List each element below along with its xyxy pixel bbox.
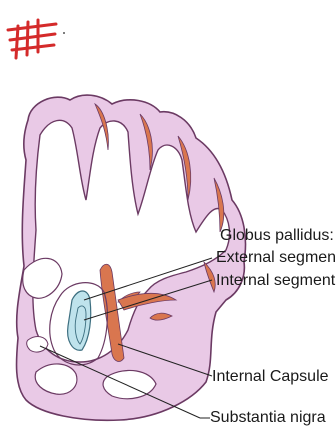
label-internal-segment: Internal segment [216,272,335,290]
substantia-nigra-region [27,337,48,352]
hashtag-grid-icon [8,20,65,58]
label-external-segment: External segment [216,249,336,267]
label-substantia-nigra: Substantia nigra [210,409,326,427]
label-internal-capsule: Internal Capsule [212,368,329,386]
label-globus-pallidus: Globus pallidus: [220,227,334,245]
